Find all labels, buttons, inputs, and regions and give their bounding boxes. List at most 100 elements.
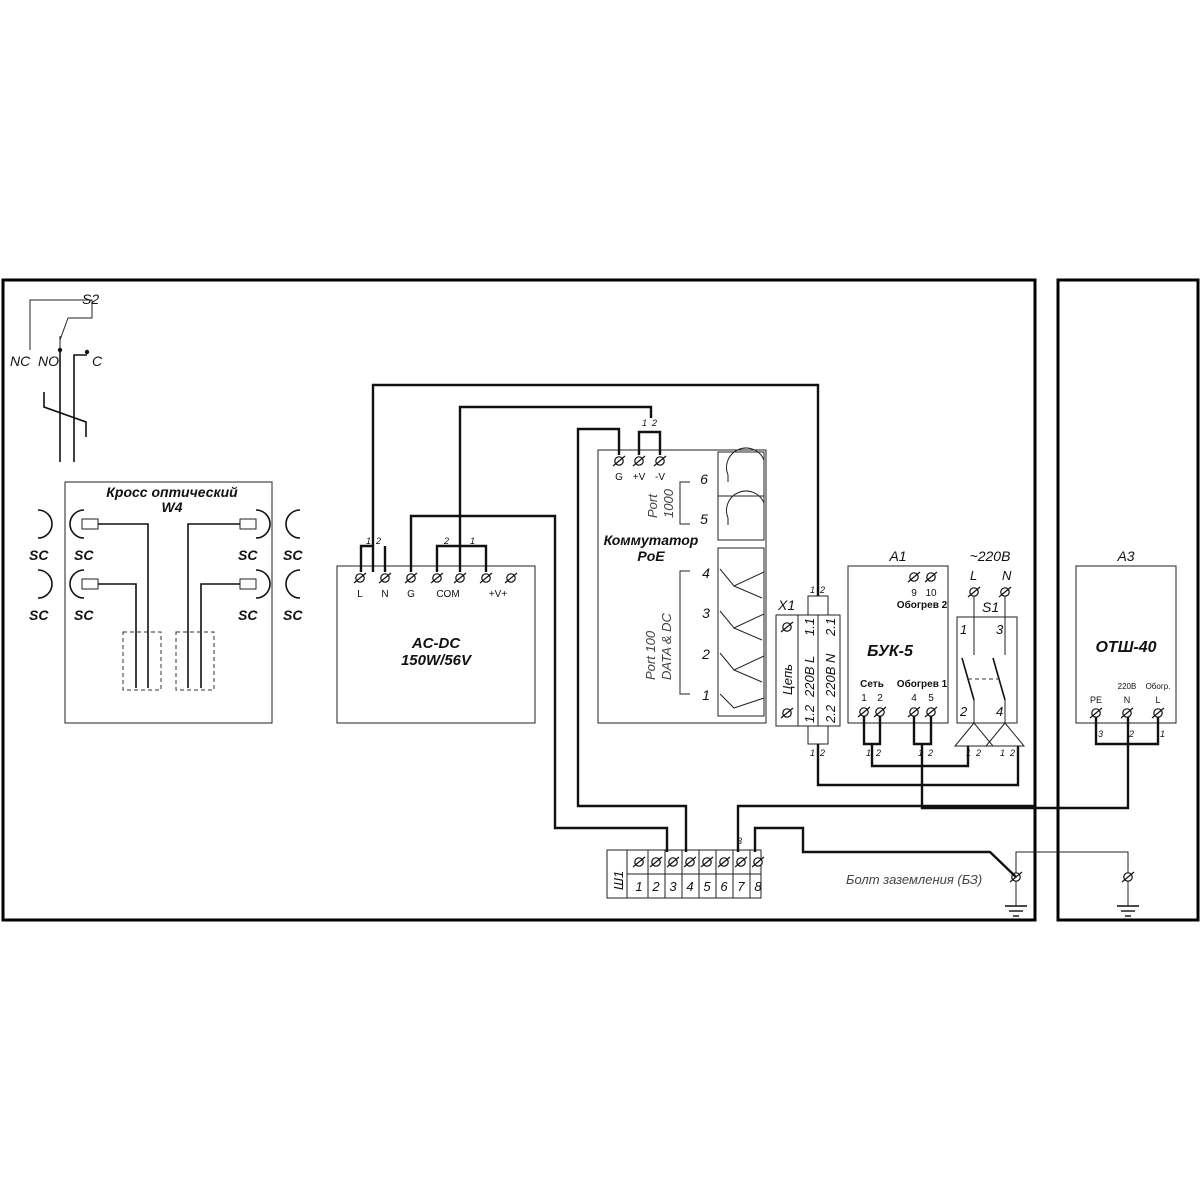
psu-term-g: G	[407, 589, 415, 600]
s1-pole-num: 2	[959, 704, 968, 719]
otsh-frame	[1056, 278, 1200, 922]
otsh-term-220: 220В	[1118, 682, 1137, 691]
switch-term-vminus: -V	[655, 472, 665, 483]
ground-label: Болт заземления (БЗ)	[846, 872, 982, 887]
x1-terminal-num: 2.2	[823, 704, 838, 724]
s2-no-label: NO	[38, 353, 59, 369]
power-supply-acdc: L N G COM +V+ AC-DC 150W/56V 1 2 2 1	[336, 536, 536, 724]
pin-label: 1	[918, 748, 923, 758]
psu-term-l: L	[357, 589, 363, 600]
s1-pole-num: 4	[996, 704, 1003, 719]
x1-terminal-num: 2.1	[823, 618, 838, 637]
otsh-designator: A3	[1116, 548, 1134, 564]
psu-term-com: COM	[436, 589, 459, 600]
otsh-term-l: L	[1155, 695, 1160, 705]
sh1-terminal-number: 7	[737, 879, 745, 894]
sh1-terminal-number: 4	[686, 879, 693, 894]
x1-terminal-num: 1.1	[802, 618, 817, 636]
buk-heat1-label: Обогрев 1	[897, 678, 948, 690]
pin-label: 2	[375, 536, 381, 546]
breaker-s1: ~220В L N S1 1 3 2 4 1 2 1 2	[953, 548, 1026, 758]
pin-label: 2	[1128, 729, 1134, 739]
sh1-terminal-number: 6	[720, 879, 728, 894]
buk-term-num: 5	[928, 693, 934, 704]
otsh-name: ОТШ-40	[1095, 639, 1156, 656]
buk-term-num: 2	[877, 693, 883, 704]
sh1-designator: Ш1	[611, 871, 626, 890]
buk-term-num: 4	[911, 693, 917, 704]
screw-terminal-icon	[666, 856, 680, 868]
pin-label: 3	[737, 836, 742, 846]
x1-designator: X1	[777, 597, 795, 613]
control-unit-buk5: A1 9 10 Обогрев 2 БУК-5 Сеть Обогрев 1 1…	[847, 548, 949, 758]
optical-cross-w4: Кросс оптический W4 SC SC SC SC SC SC SC…	[29, 481, 303, 724]
buk-term-num: 10	[925, 588, 937, 599]
screw-terminal-icon	[700, 856, 714, 868]
port-number: 5	[700, 511, 708, 527]
pin-label: 3	[1098, 729, 1103, 739]
sh1-terminal-number: 8	[754, 879, 762, 894]
x1-terminal-label: 220В N	[823, 653, 838, 698]
pin-label: 1	[866, 748, 871, 758]
ground-bolt: Болт заземления (БЗ)	[846, 871, 1140, 917]
port100-type: DATA & DC	[659, 612, 674, 680]
s1-designator: S1	[982, 599, 999, 615]
otsh-term-pe: PE	[1090, 695, 1102, 705]
s1-pole-num: 1	[960, 622, 967, 637]
s2-designator: S2	[82, 291, 99, 307]
screw-terminal-icon	[717, 856, 731, 868]
port-number: 4	[702, 565, 710, 581]
s1-l-label: L	[970, 568, 977, 583]
port1000-speed: 1000	[661, 488, 676, 518]
buk-designator: A1	[888, 548, 906, 564]
sc-label: SC	[74, 607, 94, 623]
pin-label: 2	[443, 536, 449, 546]
pin-label: 2	[975, 748, 981, 758]
sc-label: SC	[238, 607, 258, 623]
pin-label: 1	[366, 536, 371, 546]
pin-label: 1	[1160, 729, 1165, 739]
x1-circuit-label: Цепь	[780, 664, 795, 695]
screw-terminal-icon	[632, 856, 646, 868]
psu-rating: 150W/56V	[401, 652, 473, 669]
sh1-terminal-number: 1	[635, 879, 642, 894]
pin-label: 2	[819, 585, 825, 595]
switch-name: Коммутатор	[604, 532, 699, 548]
cross-title: Кросс оптический	[106, 484, 238, 500]
door-switch-s2: S2 NC NO C	[10, 291, 103, 462]
sh1-terminal-number: 5	[703, 879, 711, 894]
heater-otsh40: A3 ОТШ-40 PE 220В Обогр. N L 3 2 1	[1075, 548, 1177, 739]
switch-term-vplus: +V	[633, 472, 646, 483]
sh1-terminal-number: 2	[651, 879, 660, 894]
pin-label: 1	[810, 585, 815, 595]
s1-n-label: N	[1002, 568, 1012, 583]
buk-heat2-label: Обогрев 2	[897, 599, 948, 611]
port-number: 3	[702, 605, 710, 621]
x1-terminal-label: 220В L	[802, 656, 817, 698]
port-number: 1	[702, 687, 710, 703]
cabinet-frame	[1, 278, 1037, 922]
x1-terminal-num: 1.2	[802, 704, 817, 723]
port-number: 2	[701, 646, 710, 662]
port-number: 6	[700, 471, 708, 487]
buk-net-label: Сеть	[860, 679, 884, 690]
sc-label: SC	[29, 607, 49, 623]
pin-label: 2	[1009, 748, 1015, 758]
s2-nc-label: NC	[10, 353, 31, 369]
cross-designator: W4	[162, 499, 183, 515]
pin-label: 1	[810, 748, 815, 758]
switch-term-g: G	[615, 472, 623, 483]
screw-terminal-icon	[649, 856, 663, 868]
switch-type: PoE	[637, 548, 665, 564]
screw-terminal-icon	[751, 856, 765, 868]
buk-name: БУК-5	[867, 643, 914, 660]
port100-label: Port 100	[643, 630, 658, 680]
otsh-term-heat: Обогр.	[1146, 682, 1171, 691]
pin-label: 1	[1000, 748, 1005, 758]
sc-label: SC	[283, 607, 303, 623]
poe-switch: G +V -V 1 2 Коммутатор PoE Port 1000 6 5…	[597, 418, 767, 724]
buk-term-num: 9	[911, 588, 917, 599]
pin-label: 1	[642, 418, 647, 428]
sc-label: SC	[238, 547, 258, 563]
